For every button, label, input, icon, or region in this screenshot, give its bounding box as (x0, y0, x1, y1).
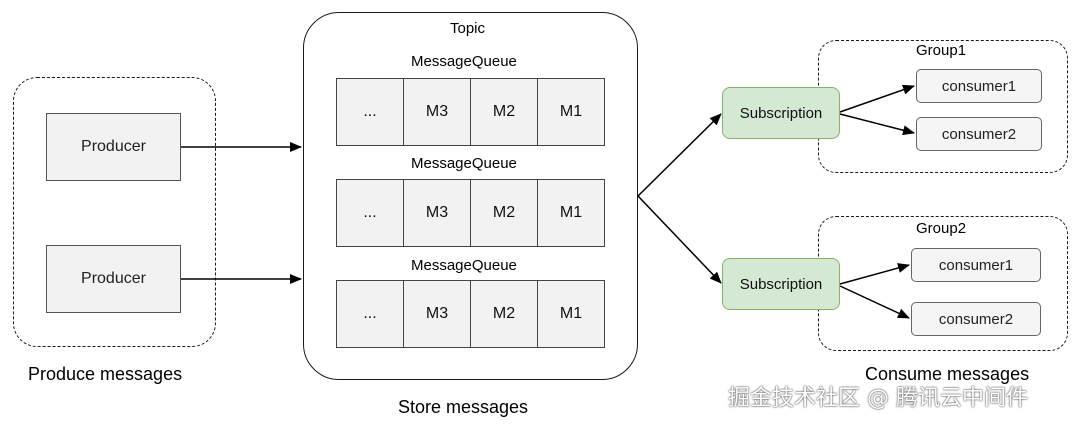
consumer-node-g2-2: consumer2 (911, 302, 1041, 336)
producer-node-2: Producer (46, 245, 181, 313)
producer-label-2: Producer (81, 270, 146, 287)
produce-group-box (13, 77, 216, 347)
consumer-label: consumer1 (941, 77, 1017, 95)
queue-label-3: MessageQueue (411, 257, 517, 274)
queue-cell: M2 (471, 79, 538, 145)
queue-cell: M2 (471, 180, 538, 246)
queue-cell: M1 (559, 103, 583, 120)
group-name-1: Group1 (916, 42, 967, 59)
arrow-sub1-to-consumer1 (839, 84, 915, 113)
queue-cell: ... (337, 79, 404, 145)
queue-label-2: MessageQueue (411, 155, 517, 172)
arrow-sub1-to-consumer2 (839, 113, 915, 136)
queue-cell: M3 (404, 180, 471, 246)
producer-node-1: Producer (46, 113, 181, 181)
queue-cell: ... (337, 281, 404, 347)
subscription-label-2: Subscription (739, 275, 823, 293)
watermark-text: 掘金技术社区 @ 腾讯云中间件 (728, 386, 1028, 411)
arrow-sub2-to-consumer2 (839, 285, 910, 319)
consumer-node-g1-2: consumer2 (916, 117, 1042, 151)
consumer-node-g2-1: consumer1 (911, 248, 1041, 282)
consume-caption: Consume messages (865, 364, 1030, 384)
subscription-node-1: Subscription (722, 87, 840, 139)
consumer-label: consumer2 (941, 125, 1017, 143)
produce-caption: Produce messages (28, 364, 183, 384)
message-queue-1: ... M3 M2 M1 (336, 78, 605, 146)
queue-cell: ... (337, 180, 404, 246)
topic-title: Topic (450, 20, 486, 37)
queue-cell: M1 (559, 204, 583, 221)
consumer-node-g1-1: consumer1 (916, 69, 1042, 103)
consumer-label: consumer2 (938, 310, 1014, 328)
message-queue-2: ... M3 M2 M1 (336, 179, 605, 247)
store-caption: Store messages (398, 397, 529, 417)
message-queue-3: ... M3 M2 M1 (336, 280, 605, 348)
subscription-label-1: Subscription (739, 104, 823, 122)
queue-cell: M3 (404, 79, 471, 145)
arrow-topic-to-subscription1 (637, 113, 722, 197)
arrow-sub2-to-consumer1 (839, 263, 910, 285)
producer-label-1: Producer (81, 138, 146, 155)
queue-cell: M2 (471, 281, 538, 347)
queue-cell: M3 (404, 281, 471, 347)
consumer-label: consumer1 (938, 256, 1014, 274)
group-name-2: Group2 (916, 220, 967, 237)
subscription-node-2: Subscription (722, 258, 840, 310)
queue-cell: M1 (559, 305, 583, 322)
queue-label-1: MessageQueue (411, 53, 517, 70)
arrow-topic-to-subscription2 (637, 195, 722, 284)
